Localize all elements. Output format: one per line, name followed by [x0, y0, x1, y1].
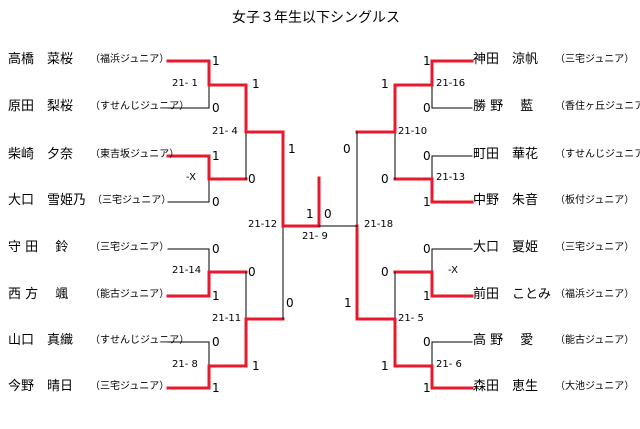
- right-player-2-club: （香住ヶ丘ジュニア）: [555, 101, 640, 112]
- right-r1-score-1: 21-16: [436, 78, 466, 89]
- left-player-7-club: （すせんじジュニア）: [90, 335, 190, 346]
- left-player-4-name: 大口 雪姫乃: [8, 193, 87, 208]
- right-r1-score-4: 21- 6: [436, 359, 462, 370]
- left-r1-score-1: 21- 1: [172, 78, 198, 89]
- left-r1-score-3: 21-14: [172, 265, 202, 276]
- left-player-6-club: （能古ジュニア）: [90, 289, 170, 300]
- left-r1-result-1: 1: [212, 54, 220, 68]
- semi-right-top-result: 0: [343, 142, 351, 156]
- left-player-2-name: 原田 梨桜: [8, 99, 74, 114]
- final-right-result: 0: [324, 207, 332, 221]
- semi-left-score: 21-12: [248, 219, 278, 230]
- left-r2-result-4: 1: [252, 359, 260, 373]
- left-r1-result-8: 1: [212, 381, 220, 395]
- right-r1-result-1: 1: [423, 54, 431, 68]
- left-player-4-club: （三宅ジュニア）: [92, 195, 172, 206]
- left-r1-result-7: 0: [212, 335, 220, 349]
- right-r2-result-2: 0: [381, 172, 389, 186]
- left-r1-result-2: 0: [212, 101, 220, 115]
- right-player-7-club: （能古ジュニア）: [555, 335, 635, 346]
- right-r1-result-4: 1: [423, 195, 431, 209]
- final-score: 21- 9: [302, 231, 328, 242]
- left-r1-result-4: 0: [212, 195, 220, 209]
- right-r2-result-3: 0: [381, 265, 389, 279]
- left-player-6-name: 西 方 颯: [8, 287, 69, 302]
- right-r1-result-2: 0: [423, 101, 431, 115]
- right-r2-result-4: 1: [381, 359, 389, 373]
- left-player-3-name: 柴崎 夕奈: [8, 147, 74, 162]
- left-player-8-club: （三宅ジュニア）: [90, 381, 170, 392]
- left-player-8-name: 今野 晴日: [8, 379, 74, 394]
- left-player-1-name: 高橋 菜桜: [8, 52, 74, 67]
- right-r1-result-3: 0: [423, 149, 431, 163]
- right-r1-result-6: 1: [423, 289, 431, 303]
- left-player-5-name: 守 田 鈴: [8, 240, 69, 255]
- right-player-3-name: 町田 華花: [473, 147, 539, 162]
- right-player-6-name: 前田 ことみ: [473, 287, 552, 302]
- left-player-3-club: （東吉坂ジュニア）: [90, 149, 180, 160]
- right-player-8-club: （大池ジュニア）: [555, 381, 635, 392]
- left-player-2-club: （すせんじジュニア）: [90, 101, 190, 112]
- right-player-1-club: （三宅ジュニア）: [555, 54, 635, 65]
- right-r1-result-8: 1: [423, 381, 431, 395]
- right-player-5-name: 大口 夏姫: [473, 240, 539, 255]
- semi-right-bottom-result: 1: [344, 296, 352, 310]
- left-r1-score-2: -X: [186, 172, 196, 183]
- semi-right-score: 21-18: [364, 219, 394, 230]
- page-title: 女子３年生以下シングルス: [232, 10, 400, 26]
- right-r2-result-1: 1: [381, 77, 389, 91]
- left-r1-result-6: 1: [212, 289, 220, 303]
- left-r1-result-5: 0: [212, 242, 220, 256]
- right-player-4-club: （板付ジュニア）: [555, 195, 635, 206]
- right-r1-result-7: 0: [423, 335, 431, 349]
- left-r2-score-2: 21-11: [212, 313, 242, 324]
- left-r2-result-3: 0: [248, 265, 256, 279]
- right-player-1-name: 神田 涼帆: [473, 52, 539, 67]
- left-player-1-club: （福浜ジュニア）: [90, 54, 170, 65]
- right-r2-score-2: 21- 5: [398, 313, 424, 324]
- right-player-8-name: 森田 恵生: [473, 379, 539, 394]
- left-r2-result-1: 1: [252, 77, 260, 91]
- left-r2-score-1: 21- 4: [212, 126, 238, 137]
- right-r2-score-1: 21-10: [398, 126, 428, 137]
- left-r1-result-3: 1: [212, 149, 220, 163]
- left-player-5-club: （三宅ジュニア）: [90, 242, 170, 253]
- left-r2-result-2: 0: [248, 172, 256, 186]
- right-player-2-name: 勝 野 藍: [473, 99, 534, 114]
- left-r1-score-4: 21- 8: [172, 359, 198, 370]
- right-player-7-name: 高 野 愛: [473, 333, 534, 348]
- right-r1-score-3: -X: [448, 265, 458, 276]
- right-player-5-club: （三宅ジュニア）: [555, 242, 635, 253]
- left-player-7-name: 山口 真織: [8, 333, 74, 348]
- semi-left-bottom-result: 0: [286, 296, 294, 310]
- final-left-result: 1: [306, 207, 314, 221]
- right-player-6-club: （福浜ジュニア）: [555, 289, 635, 300]
- right-r1-result-5: 0: [423, 242, 431, 256]
- semi-left-top-result: 1: [288, 142, 296, 156]
- right-r1-score-2: 21-13: [436, 172, 466, 183]
- right-player-3-club: （すせんじジュニア）: [555, 149, 640, 160]
- right-player-4-name: 中野 朱音: [473, 193, 539, 208]
